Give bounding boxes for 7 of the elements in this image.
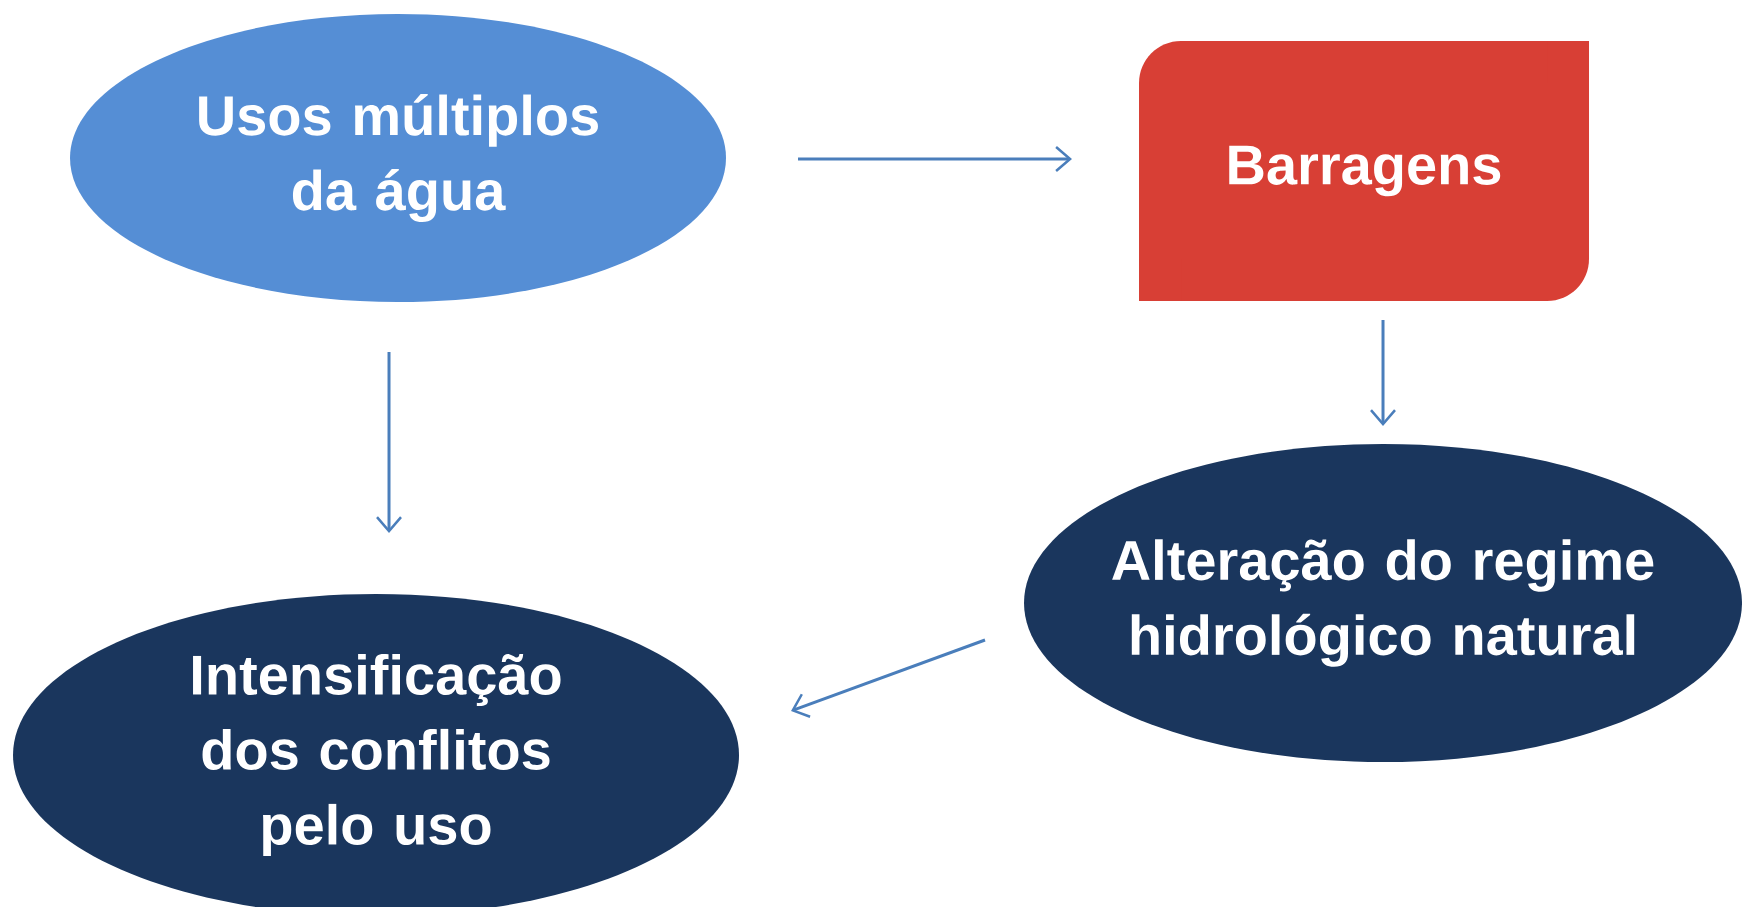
process-box: Barragens [1139, 41, 1589, 301]
arrow [798, 146, 1072, 172]
arrow [791, 638, 986, 718]
arrow [1370, 320, 1396, 426]
ellipse-node: Alteração do regime hidrológico natural [1024, 444, 1742, 762]
ellipse-node: Usos múltiplos da água [70, 14, 726, 302]
arrow [376, 352, 402, 533]
